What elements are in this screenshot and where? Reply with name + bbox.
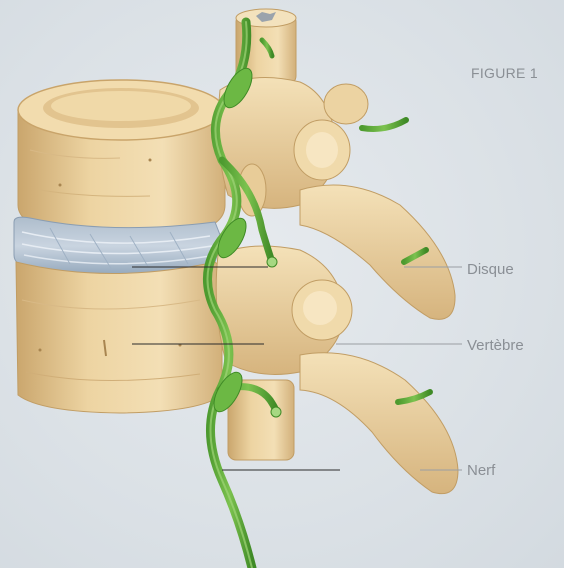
figure-label: FIGURE 1 [471, 64, 538, 82]
vertebra-label: Vertèbre [467, 337, 524, 355]
nerve-label: Nerf [467, 462, 495, 480]
upper-vertebral-body [18, 80, 225, 236]
disc-label: Disque [467, 261, 514, 279]
lower-vertebral-body [16, 262, 222, 413]
